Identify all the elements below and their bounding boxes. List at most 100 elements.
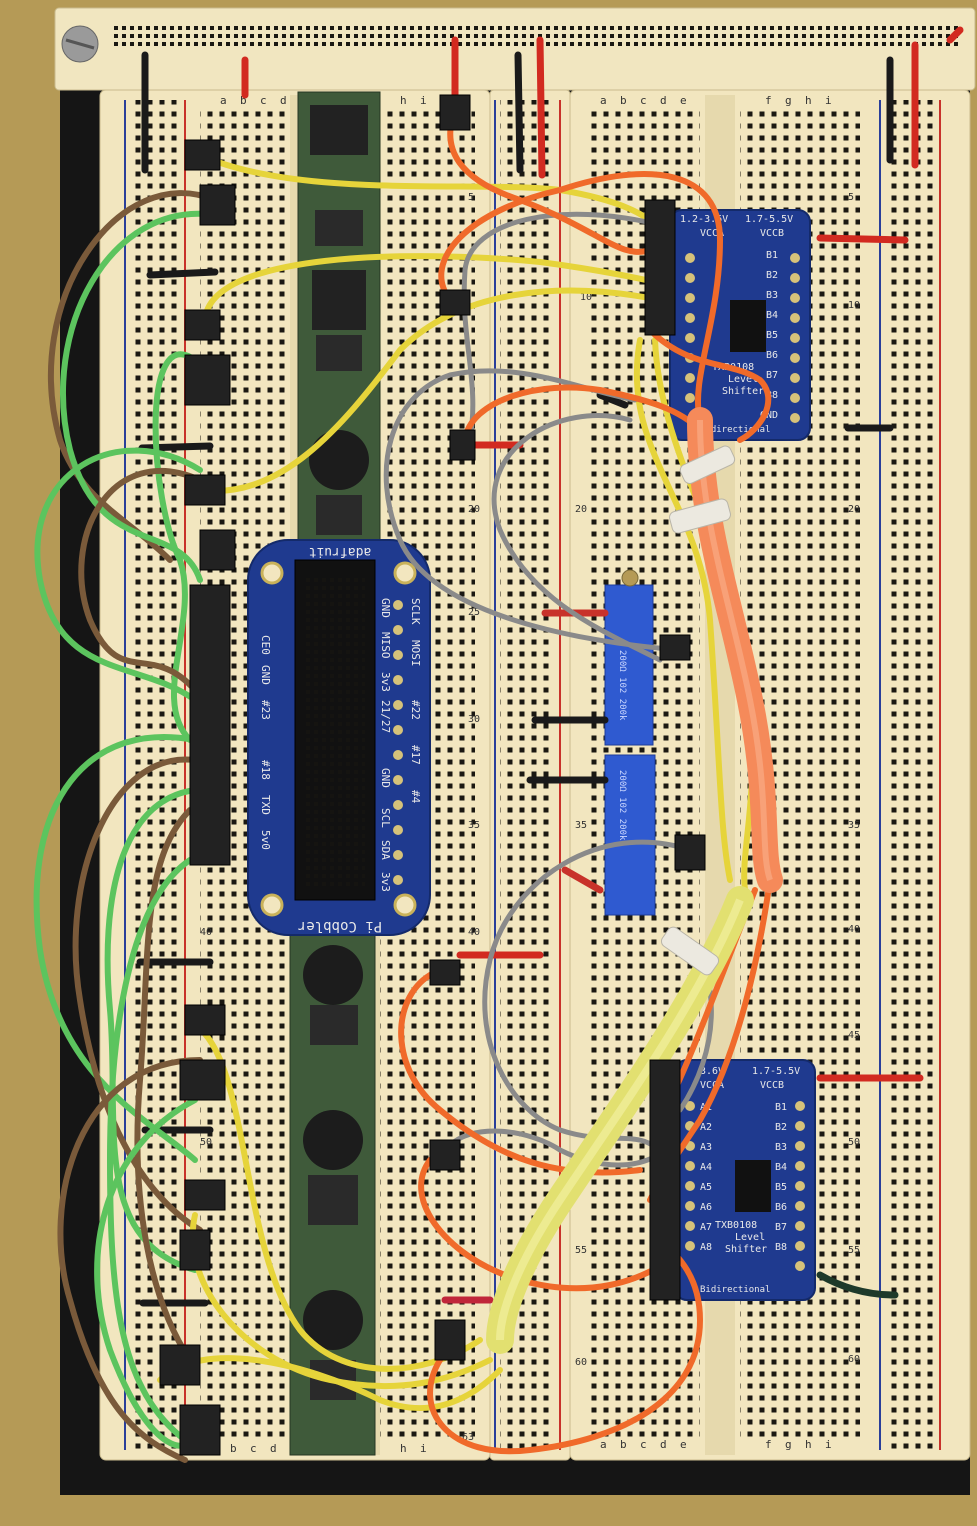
svg-text:b: b — [240, 94, 247, 107]
svg-text:g: g — [785, 1438, 792, 1451]
svg-text:A8: A8 — [700, 1242, 712, 1253]
motor-driver-stack-top — [297, 91, 381, 553]
top-strip-holes — [110, 24, 960, 48]
svg-text:#22: #22 — [409, 700, 422, 720]
svg-text:g: g — [785, 94, 792, 107]
svg-text:3.6V: 3.6V — [700, 1066, 724, 1077]
svg-text:A4: A4 — [700, 1162, 712, 1173]
trimpot-upper: 200Ω 102 200k — [604, 569, 654, 746]
svg-text:Shifter: Shifter — [722, 386, 764, 397]
svg-text:h: h — [400, 94, 407, 107]
svg-text:Bidirectional: Bidirectional — [700, 425, 770, 435]
svg-text:20: 20 — [468, 504, 480, 515]
cable-ties — [660, 445, 736, 976]
cobbler-title: Pi Cobbler — [298, 918, 382, 934]
motor-driver-stack-bottom — [289, 934, 376, 1456]
svg-text:1.2-3.6V: 1.2-3.6V — [680, 214, 728, 225]
svg-text:Level: Level — [728, 374, 758, 385]
svg-text:B5: B5 — [766, 330, 778, 341]
svg-text:3v3: 3v3 — [379, 872, 392, 892]
svg-text:GND: GND — [379, 768, 392, 788]
svg-text:63: 63 — [462, 1432, 474, 1443]
svg-text:20: 20 — [848, 504, 860, 515]
svg-text:TXB0108: TXB0108 — [715, 1220, 757, 1231]
svg-text:MISO: MISO — [379, 632, 392, 659]
svg-text:a: a — [220, 94, 227, 107]
svg-text:200Ω 102 200k: 200Ω 102 200k — [617, 770, 627, 841]
svg-text:#23: #23 — [259, 700, 272, 720]
svg-text:VCCB: VCCB — [760, 228, 784, 239]
svg-text:5v0: 5v0 — [259, 830, 272, 850]
svg-text:5: 5 — [848, 192, 854, 203]
svg-text:B4: B4 — [766, 310, 778, 321]
svg-text:A7: A7 — [700, 1222, 712, 1233]
pi-cobbler-board: adafruit Pi Cobbler CE0 GND #23 #18 TXD … — [247, 539, 431, 936]
svg-text:1.7-5.5V: 1.7-5.5V — [752, 1066, 800, 1077]
svg-text:SDA: SDA — [379, 840, 392, 860]
svg-text:i: i — [420, 1442, 427, 1455]
svg-text:40: 40 — [848, 924, 860, 935]
svg-text:20: 20 — [575, 504, 587, 515]
svg-text:10: 10 — [848, 300, 860, 311]
svg-text:VCCA: VCCA — [700, 228, 724, 239]
svg-text:30: 30 — [468, 714, 480, 725]
svg-text:VCCA: VCCA — [700, 1080, 724, 1091]
svg-text:SCLK: SCLK — [409, 598, 422, 625]
svg-text:50: 50 — [200, 1137, 212, 1148]
svg-text:c: c — [640, 94, 647, 107]
svg-text:50: 50 — [848, 1137, 860, 1148]
green-brown-wires — [33, 190, 218, 1463]
svg-text:40: 40 — [468, 927, 480, 938]
svg-text:B4: B4 — [775, 1162, 787, 1173]
svg-text:f: f — [765, 94, 772, 107]
svg-text:b: b — [230, 1442, 237, 1455]
svg-text:h: h — [805, 1438, 812, 1451]
svg-text:i: i — [825, 94, 832, 107]
svg-text:B3: B3 — [775, 1142, 787, 1153]
svg-text:d: d — [280, 94, 287, 107]
svg-text:35: 35 — [468, 820, 480, 831]
svg-text:B6: B6 — [775, 1202, 787, 1213]
svg-text:c: c — [250, 1442, 257, 1455]
orange-sleeve — [687, 407, 783, 893]
svg-text:GND: GND — [379, 598, 392, 618]
svg-text:A2: A2 — [700, 1122, 712, 1133]
svg-text:GND: GND — [259, 665, 272, 685]
column-letters-bottom: b c d h i a b c d e f g h i — [230, 1438, 832, 1455]
svg-text:c: c — [640, 1438, 647, 1451]
svg-text:d: d — [660, 1438, 667, 1451]
svg-text:55: 55 — [575, 1245, 587, 1256]
svg-text:60: 60 — [848, 1354, 860, 1365]
svg-text:21/27: 21/27 — [379, 700, 392, 733]
svg-text:#4: #4 — [409, 790, 422, 804]
svg-text:MOSI: MOSI — [409, 640, 422, 667]
svg-text:B2: B2 — [766, 270, 778, 281]
svg-text:B1: B1 — [766, 250, 778, 261]
svg-text:B1: B1 — [775, 1102, 787, 1113]
svg-text:Bidirectional: Bidirectional — [700, 1285, 770, 1295]
svg-text:35: 35 — [848, 820, 860, 831]
cobbler-brand: adafruit — [309, 544, 372, 559]
svg-text:40: 40 — [200, 927, 212, 938]
svg-text:h: h — [805, 94, 812, 107]
svg-text:25: 25 — [468, 607, 480, 618]
svg-text:3v3: 3v3 — [379, 672, 392, 692]
svg-text:b: b — [620, 94, 627, 107]
svg-text:a: a — [600, 94, 607, 107]
svg-text:CE0: CE0 — [259, 635, 272, 655]
trimpot-lower: 200Ω 102 200k — [604, 754, 656, 916]
svg-text:55: 55 — [848, 1245, 860, 1256]
svg-text:i: i — [420, 94, 427, 107]
svg-text:B6: B6 — [766, 350, 778, 361]
column-letters-top-left: a b c d h i — [220, 94, 427, 107]
svg-text:60: 60 — [575, 1357, 587, 1368]
svg-text:d: d — [660, 94, 667, 107]
svg-text:c: c — [260, 94, 267, 107]
svg-text:B8: B8 — [775, 1242, 787, 1253]
svg-text:200Ω 102 200k: 200Ω 102 200k — [617, 650, 627, 721]
svg-text:TXD: TXD — [259, 795, 272, 815]
svg-text:A5: A5 — [700, 1182, 712, 1193]
pin-headers-middle — [429, 94, 706, 1361]
svg-text:Shifter: Shifter — [725, 1244, 767, 1255]
